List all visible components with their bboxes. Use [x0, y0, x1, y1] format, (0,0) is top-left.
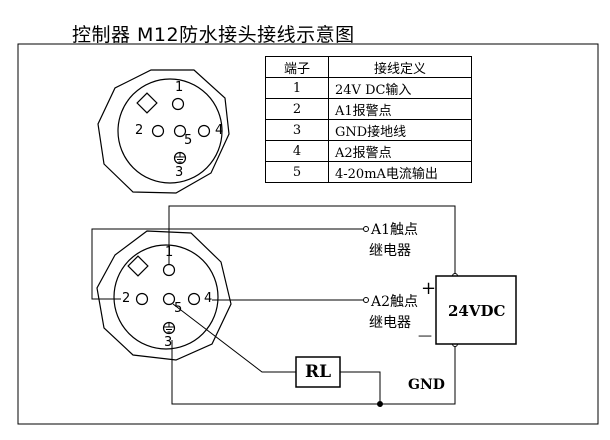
bottom-pin-2-label: 2	[122, 291, 131, 306]
minus-sign: —	[418, 328, 432, 344]
connector-outer-ring	[96, 230, 232, 361]
wire-gnd-bus	[171, 340, 456, 405]
bottom-pin-1-label: 1	[165, 245, 174, 260]
pin-2-hole	[151, 124, 165, 138]
definition-cell: 24V DC输入	[328, 77, 472, 99]
bottom-pin-5-label: 5	[174, 301, 183, 316]
gnd-label: GND	[408, 377, 445, 393]
definition-cell: A2报警点	[328, 140, 472, 162]
terminal-a2-dot	[363, 297, 369, 303]
table-row: 4 A2报警点	[265, 140, 472, 162]
terminal-a1-dot	[363, 226, 369, 232]
definition-cell: GND接地线	[328, 119, 472, 141]
pin-1-hole	[171, 97, 185, 111]
plus-sign: +	[421, 278, 437, 299]
wires	[91, 205, 456, 405]
top-pin-3-label: 3	[175, 165, 184, 180]
power-supply-label: 24VDC	[448, 302, 506, 320]
relay-a2-line2: 继电器	[369, 315, 411, 331]
power-supply-box	[435, 275, 517, 345]
diagram-frame	[17, 43, 599, 425]
definition-cell: A1报警点	[328, 98, 472, 120]
pin-4-hole	[187, 292, 201, 306]
pin-4-hole	[197, 124, 211, 138]
top-pin-5-label: 5	[184, 133, 193, 148]
page-title: 控制器 M12防水接头接线示意图	[72, 24, 355, 46]
connector-key	[127, 255, 149, 277]
pin-2-hole	[135, 292, 149, 306]
wire-rl-gnd	[340, 371, 381, 404]
terminal-cell: 4	[265, 140, 329, 162]
load-label: RL	[305, 362, 332, 382]
load-box	[295, 356, 341, 388]
terminal-cell: 1	[265, 77, 329, 99]
definition-cell: 4-20mA电流输出	[328, 161, 472, 183]
pin-1-hole	[162, 263, 176, 277]
top-pin-2-label: 2	[135, 123, 144, 138]
bottom-pin-3-label: 3	[164, 335, 173, 350]
terminal-cell: 5	[265, 161, 329, 183]
top-connector	[97, 69, 230, 194]
relay-a2-line1: A2触点	[371, 294, 419, 310]
ground-symbol-icon	[173, 151, 187, 165]
table-row: 5 4-20mA电流输出	[265, 161, 472, 183]
connector-key	[136, 92, 158, 114]
table-row: 2 A1报警点	[265, 98, 472, 120]
connector-inner-ring	[113, 244, 219, 350]
terminal-cell: 3	[265, 119, 329, 141]
ground-symbol-icon	[162, 321, 176, 335]
bottom-pin-4-label: 4	[204, 291, 213, 306]
table-row: 3 GND接地线	[265, 119, 472, 141]
pin-5-hole	[162, 292, 176, 306]
connector-inner-ring	[117, 78, 223, 184]
relay-a1-line1: A1触点	[371, 222, 419, 238]
wire-pin1-power	[168, 205, 456, 275]
top-pin-4-label: 4	[215, 123, 224, 138]
header-definition: 接线定义	[328, 56, 472, 78]
pin-definition-table: 端子 接线定义 1 24V DC输入 2 A1报警点 3 GND接地线 4 A2…	[265, 56, 472, 183]
pin-5-hole	[173, 124, 187, 138]
relay-a1-line2: 继电器	[369, 243, 411, 259]
connector-outer-ring	[97, 69, 230, 194]
wire-pin5-rl	[172, 303, 296, 373]
table-header-row: 端子 接线定义	[265, 56, 472, 78]
terminal-cell: 2	[265, 98, 329, 120]
junction-bus-dot	[377, 401, 383, 407]
header-terminal: 端子	[265, 56, 329, 78]
table-row: 1 24V DC输入	[265, 77, 472, 99]
wire-pin2-a1	[91, 228, 364, 300]
top-pin-1-label: 1	[175, 80, 184, 95]
bottom-connector	[96, 230, 232, 361]
